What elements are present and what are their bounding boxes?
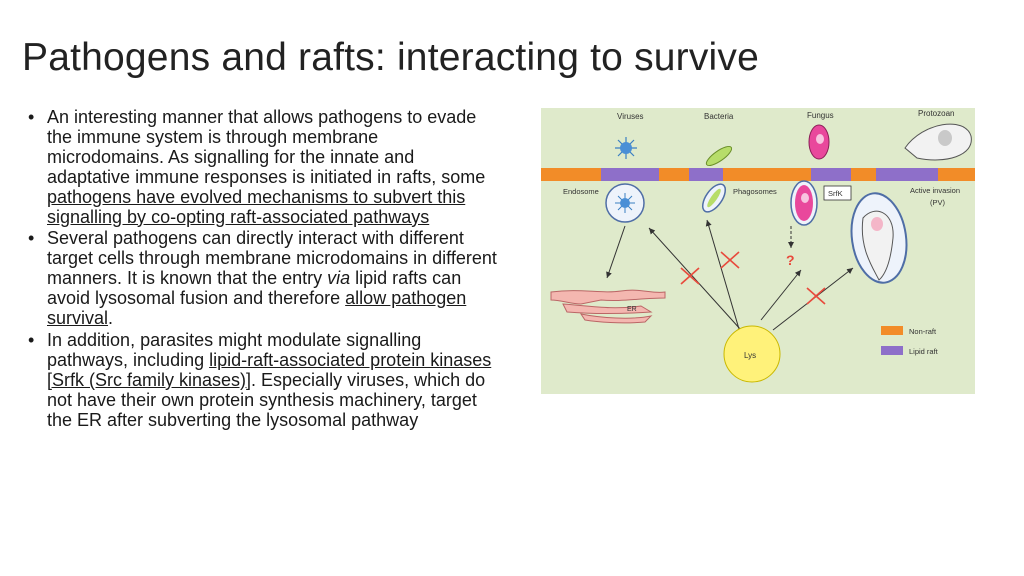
parasitophorous-vacuole-icon [850, 192, 908, 284]
label-endosome: Endosome [563, 187, 599, 196]
er-icon: ER [550, 289, 666, 324]
srfk-box [823, 185, 852, 201]
label-pv: (PV) [930, 198, 946, 207]
legend-label-nonraft: Non-raft [909, 327, 937, 336]
label-fungus: Fungus [807, 111, 834, 120]
label-phagosomes: Phagosomes [733, 187, 777, 196]
bullet-list: An interesting manner that allows pathog… [28, 107, 500, 433]
lipid-raft-segment [689, 168, 723, 181]
bacterium-icon [705, 145, 733, 167]
label-viruses: Viruses [617, 112, 644, 121]
lipid-raft-segment [876, 168, 938, 181]
phagosome-bacterium-icon [701, 183, 727, 213]
membrane [541, 168, 975, 181]
endosome-icon [605, 183, 645, 223]
legend: Non-raft Lipid raft [881, 326, 939, 356]
legend-label-raft: Lipid raft [909, 347, 939, 356]
bullet-text-end: . Especially viruses, which do not have … [47, 369, 486, 430]
phagosome-fungus-icon [790, 180, 818, 226]
legend-swatch-nonraft [881, 326, 903, 335]
bullet-underlined-text: pathogens have evolved mechanisms to sub… [47, 186, 466, 227]
bullet-text: An interesting manner that allows pathog… [47, 107, 486, 187]
bullet-item: Several pathogens can directly interact … [28, 229, 500, 329]
label-srfk: SrfK [828, 189, 843, 198]
bullet-text: In addition, parasites might modulate si… [47, 329, 422, 370]
label-bacteria: Bacteria [704, 112, 734, 121]
bullet-item: An interesting manner that allows pathog… [28, 107, 500, 227]
bullet-text: Several pathogens can directly interact … [47, 228, 497, 289]
lipid-raft-segment [811, 168, 851, 181]
bullet-underlined-text: allow pathogen survival [47, 288, 467, 329]
label-active-invasion: Active invasion [910, 186, 960, 195]
legend-swatch-raft [881, 346, 903, 355]
virus-icon [615, 137, 637, 159]
label-er: ER [627, 306, 637, 313]
bullet-underlined-text: lipid-raft-associated protein kinases [S… [47, 349, 492, 390]
lysosome-arrows [606, 219, 854, 331]
lysosome-icon: Lys [723, 325, 781, 383]
pathogen-raft-figure: Viruses Bacteria Fungus Protozoan Endoso [541, 108, 975, 394]
blocked-crosses [680, 251, 826, 305]
lipid-raft-segment [601, 168, 659, 181]
protozoan-icon [904, 123, 972, 161]
bullet-item: In addition, parasites might modulate si… [28, 329, 500, 431]
bullet-text-end: . [108, 308, 114, 329]
label-lys: Lys [744, 351, 756, 360]
bullet-text-mid: lipid rafts can avoid lysosomal fusion a… [47, 268, 462, 309]
label-protozoan: Protozoan [918, 109, 954, 118]
question-mark: ? [786, 252, 795, 268]
fungus-icon [808, 124, 830, 160]
slide-title: Pathogens and rafts: interacting to surv… [22, 36, 760, 79]
bullet-italic-text: via [327, 268, 351, 289]
